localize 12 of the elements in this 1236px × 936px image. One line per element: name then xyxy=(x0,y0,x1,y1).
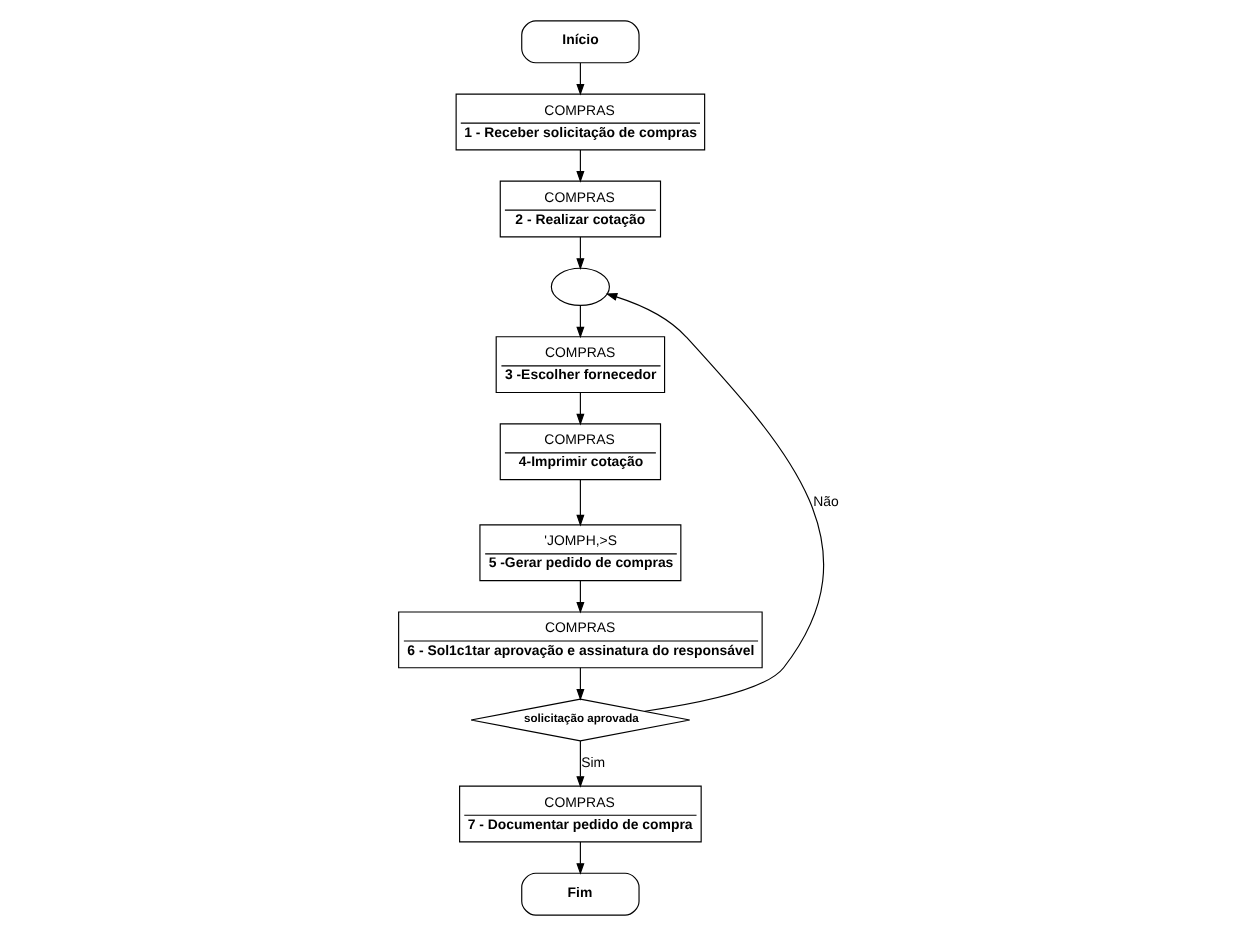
arrow xyxy=(604,293,823,712)
arrow xyxy=(575,667,584,701)
arrow xyxy=(575,740,584,788)
arrow xyxy=(575,62,584,96)
arrow xyxy=(575,236,584,270)
node-circle xyxy=(549,267,609,306)
arrow xyxy=(575,580,584,614)
arrow xyxy=(575,149,584,183)
arrow xyxy=(575,392,584,426)
arrow xyxy=(575,304,584,339)
arrow xyxy=(575,841,584,875)
arrow xyxy=(575,479,584,527)
